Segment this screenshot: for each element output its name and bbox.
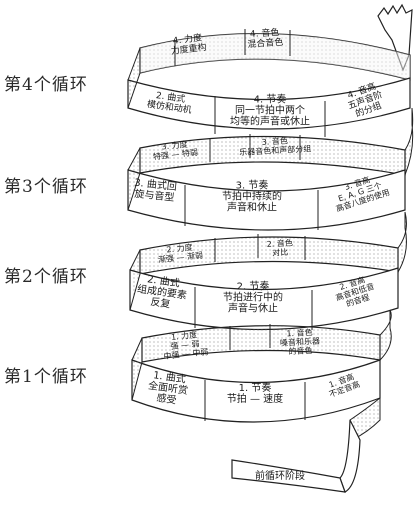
cycle-3-front-center-panel-text: 3. 节奏节拍中持续的声音和休止 — [222, 179, 282, 213]
panel-text-line: 节拍中持续的 — [222, 189, 282, 202]
pre-cycle-text: 前循环阶段 — [255, 469, 305, 482]
cycle-3-back-left-panel-text: 3. 力度特强 — 特弱 — [152, 138, 199, 162]
panel-text-line: 2. 节奏 — [237, 280, 270, 292]
panel-text-line: 4. 节奏 — [254, 93, 287, 105]
panel-text-line: 均等的声音或休止 — [230, 114, 310, 127]
panel-text-line: 强 — 弱 — [170, 339, 200, 351]
cycle-label-4: 第4个循环 — [4, 75, 88, 95]
cycle-4-front-center-panel-text: 4. 节奏同一节拍中两个均等的声音或休止 — [230, 93, 310, 127]
panel-text-line: 1. 力度 — [170, 329, 197, 342]
panel-text-line: 声音与休止 — [228, 301, 278, 314]
panel-text-line: 特强 — 特弱 — [152, 147, 198, 162]
cycle-3-back-right-panel-text: 3. 音色乐器音色和声部分组 — [239, 134, 312, 157]
cycle-4-back-left-panel-text: 4. 力度力度重构 — [169, 31, 207, 57]
cycle-2-back-left-panel-text: 2. 力度渐强 — 渐弱 — [157, 241, 204, 265]
panel-text-line: 声音和休止 — [227, 200, 277, 213]
panel-text-line: 1. 节奏 — [239, 382, 272, 394]
panel-text-line: 3. 音色 — [261, 135, 288, 146]
panel-text-line: 2. 音色 — [266, 237, 293, 248]
panel-text-line: 4. 力度 — [172, 31, 203, 46]
panel-text-line: 混合音色 — [247, 36, 284, 50]
cycle-3-front-left-panel-text: 3. 曲式回旋与音型 — [133, 176, 178, 204]
panel-text-line: 对比 — [272, 247, 289, 258]
panel-text-line: 2. 力度 — [166, 242, 193, 255]
panel-text-line: 渐强 — 渐弱 — [157, 250, 203, 265]
panel-text-line: 3. 力度 — [161, 139, 188, 152]
cycle-4-back-right-panel-text: 4. 音色混合音色 — [246, 26, 283, 50]
cycle-1-back-left-panel-text: 1. 力度强 — 弱中强 — 中弱 — [161, 328, 209, 361]
panel-text-line: 3. 节奏 — [236, 179, 269, 191]
panel-text-line: 同一节拍中两个 — [235, 103, 305, 116]
cycle-2-back-right-panel-text: 2. 音色对比 — [266, 237, 293, 257]
panel-text-line: 的音色 — [288, 345, 312, 356]
cycle-label-1: 第1个循环 — [4, 367, 88, 387]
panel-text-line: 4. 音色 — [250, 26, 280, 40]
panel-text-line: 乐器音色和声部分组 — [239, 143, 311, 157]
panel-text-line: 嗓音和乐器 — [280, 336, 320, 348]
panel-text-line: 节拍进行中的 — [223, 290, 283, 303]
panel-text-line: 中强 — 中弱 — [163, 346, 209, 361]
cycle-label-2: 第2个循环 — [4, 267, 88, 287]
cycle-2-front-center-panel-text: 2. 节奏节拍进行中的声音与休止 — [223, 280, 283, 314]
panel-text-line: 反复 — [150, 295, 172, 311]
panel-text-line: 感受 — [156, 391, 178, 407]
cycle-1-front-left-panel-text: 1. 曲式全面听赏感受 — [146, 368, 190, 408]
panel-text-line: 3. 曲式回 — [134, 176, 178, 193]
cycle-label-3: 第3个循环 — [4, 177, 88, 197]
cycle-1-front-center-panel-text: 1. 节奏节拍 — 速度 — [227, 382, 283, 405]
panel-text-line: 节拍 — 速度 — [227, 392, 283, 405]
cycle-1-back-right-panel-text: 1. 音色嗓音和乐器的音色 — [279, 327, 320, 357]
panel-text-line: 旋与音型 — [134, 187, 175, 204]
panel-text-line: 1. 音色 — [286, 327, 313, 338]
